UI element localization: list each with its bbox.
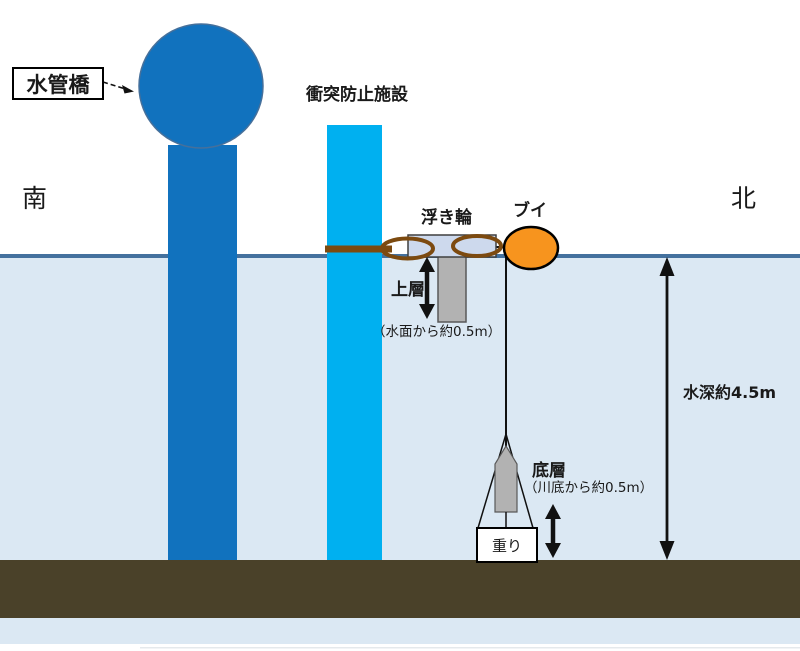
bottom-layer-label: 底層 [532,461,566,481]
upper-layer-sensor [437,255,467,323]
upper-layer-label: 上層 [391,280,425,300]
below-riverbed-strip [0,618,800,644]
bottom-layer-arrow-head-up [545,504,561,519]
upper-layer-arrow-head-down [419,304,435,319]
collision-prevention-column [327,125,382,560]
riverbed [0,560,800,618]
south-label: 南 [22,184,48,213]
buoy-ellipse [502,225,560,271]
weight-label: 重り [491,536,522,555]
weight-box [476,527,538,563]
upper-layer-arrow-head-up [419,257,435,272]
collision-prevention-label: 衝突防止施設 [306,85,408,105]
water-depth-arrow-head-down [659,541,675,560]
float-ring-label: 浮き輪 [421,208,472,228]
float-ring-right [451,234,503,258]
pipe-bridge-pipe-circle [138,23,264,149]
bottom-layer-note: （川底から約0.5m） [524,480,654,496]
pipe-bridge-label-box: 水管橋 [12,67,104,100]
water-body [0,257,800,560]
bottom-faint-line [140,647,800,649]
bottom-layer-arrow-head-down [545,543,561,558]
float-ring-left [380,236,435,261]
pipe-bridge-column [168,145,237,560]
pipe-bridge-pointer-head [122,85,134,94]
pipe-bridge-label: 水管橋 [26,72,90,97]
water-depth-label: 水深約4.5m [683,383,777,402]
mooring-bar [325,245,392,253]
water-depth-arrow-head-up [659,257,675,276]
north-label: 北 [731,184,757,213]
bottom-rig-triangle [477,433,534,529]
pipe-bridge-pointer-line [102,81,125,90]
upper-layer-note: （水面から約0.5m） [372,324,502,340]
water-surface-line [0,254,800,258]
buoy-label: ブイ [513,201,547,221]
